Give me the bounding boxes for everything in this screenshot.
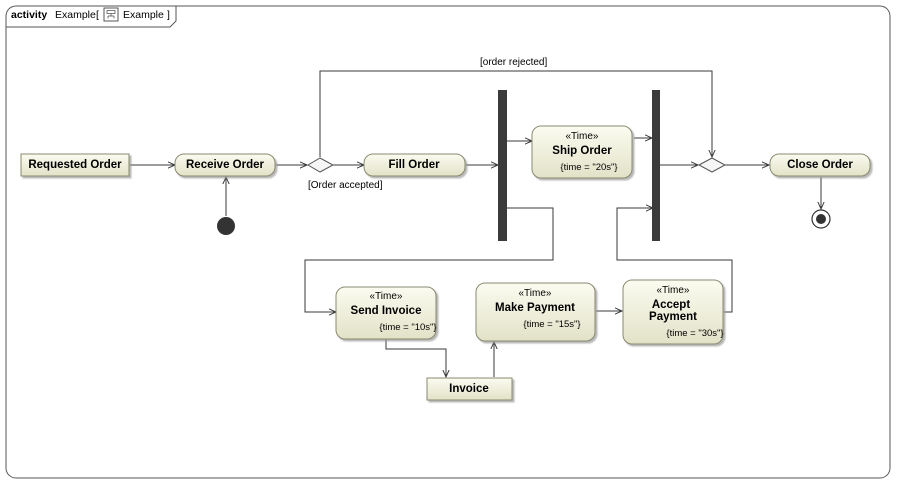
action-ship-order[interactable]: «Time» Ship Order {time = "20s"} [531,125,633,179]
activity-diagram-icon [103,7,119,22]
action-fill-order[interactable]: Fill Order [363,153,466,177]
fill-order-label: Fill Order [388,159,440,171]
send-invoice-constraint: {time = "10s"} [379,322,436,333]
ship-order-stereotype: «Time» [566,131,599,142]
frame-tab [6,6,177,28]
edge-fork-to-send-invoice [304,207,554,312]
diagram-frame: activity Example [ Example ] [5,5,891,479]
action-close-order[interactable]: Close Order [769,153,871,177]
initial-node[interactable] [217,217,235,235]
invoice-label: Invoice [449,383,489,395]
send-invoice-stereotype: «Time» [370,291,403,302]
make-payment-label: Make Payment [495,302,575,314]
accept-payment-label-line2: Payment [649,311,697,323]
guard-order-rejected: [order rejected] [480,57,547,68]
action-receive-order[interactable]: Receive Order [174,153,276,177]
make-payment-constraint: {time = "15s"} [523,319,580,330]
receive-order-label: Receive Order [186,159,265,171]
frame-bracket-close: ] [167,9,170,21]
guard-order-accepted: [Order accepted] [308,180,383,191]
frame-name: Example [55,9,96,21]
close-order-label: Close Order [787,159,853,171]
ship-order-label: Ship Order [552,145,612,157]
edges [130,70,821,377]
make-payment-stereotype: «Time» [519,288,552,299]
accept-payment-stereotype: «Time» [657,285,690,296]
object-node-invoice[interactable]: Invoice [426,377,513,401]
ship-order-constraint: {time = "20s"} [560,162,617,173]
accept-payment-constraint: {time = "30s"} [666,328,723,339]
action-accept-payment[interactable]: «Time» Accept Payment {time = "30s"} [622,279,724,345]
action-make-payment[interactable]: «Time» Make Payment {time = "15s"} [475,282,596,342]
edge-order-rejected [319,70,712,157]
merge-node[interactable] [697,157,727,173]
frame-kind: activity [11,9,47,21]
activity-final-node[interactable] [811,209,831,229]
edge-accept-payment-to-join [616,208,733,313]
send-invoice-label: Send Invoice [351,305,422,317]
object-node-requested-order[interactable]: Requested Order [20,153,130,177]
requested-order-label: Requested Order [28,159,122,171]
join-bar[interactable] [652,90,660,241]
frame-ref-name: Example [123,9,164,21]
decision-node[interactable] [307,157,335,173]
action-send-invoice[interactable]: «Time» Send Invoice {time = "10s"} [335,286,437,340]
fork-bar[interactable] [498,90,507,241]
accept-payment-label-line1: Accept [652,299,691,311]
frame-bracket-open: [ [96,9,99,21]
edge-send-invoice-to-invoice [385,339,446,377]
